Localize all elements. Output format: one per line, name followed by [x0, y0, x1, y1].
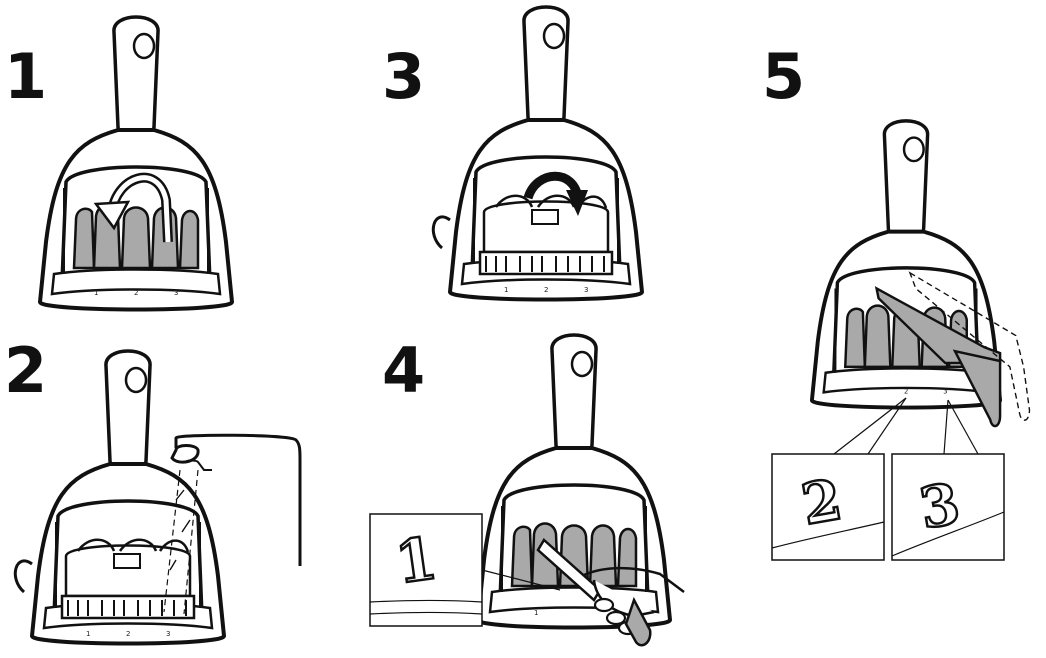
step-number-5: 5	[762, 40, 806, 113]
wheel-label-1: 1	[504, 286, 508, 294]
step-number-2: 2	[4, 334, 48, 407]
wheel-label-3: 3	[166, 630, 170, 638]
wheel-label-1: 1	[86, 630, 90, 638]
step-number-1: 1	[4, 40, 48, 113]
wheel-label-3: 3	[584, 286, 588, 294]
wheel-label-3: 3	[943, 387, 947, 395]
faucet-icon	[163, 433, 302, 615]
wheel-label-2: 2	[544, 286, 548, 294]
wheel-label-2: 2	[904, 387, 908, 395]
wheel-label-1: 1	[94, 289, 98, 297]
step4-illustration: 1	[476, 333, 685, 647]
step1-illustration: 1 2 3	[38, 15, 234, 312]
wheel-label-1: 1	[534, 609, 538, 617]
step5-illustration: 2 3	[809, 118, 1031, 428]
step-number-3: 3	[382, 40, 426, 113]
step5-inset-3: 3	[891, 453, 1005, 561]
step3-illustration: 1 2 3	[431, 5, 644, 302]
step5-inset-2: 2	[771, 453, 885, 561]
wheel-label-3: 3	[174, 289, 178, 297]
step2-illustration: 1 2 3	[13, 349, 226, 646]
wheel-label-2: 2	[134, 289, 138, 297]
step4-inset: 1	[369, 513, 561, 627]
wheel-label-2: 2	[126, 630, 130, 638]
step-number-4: 4	[382, 334, 426, 407]
